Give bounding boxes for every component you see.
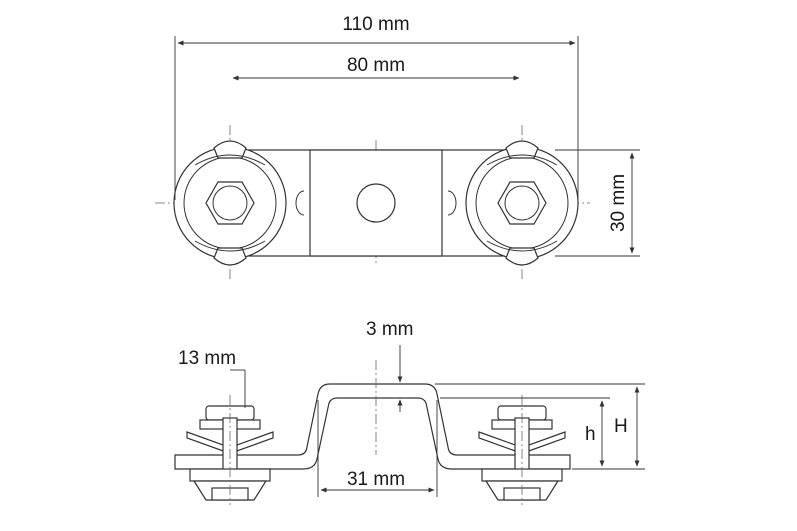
dim-bolt-spacing: 80 mm bbox=[232, 55, 520, 81]
left-clamp-top bbox=[173, 140, 287, 266]
dim-height: 30 mm bbox=[555, 149, 640, 257]
dim-nut-size: 13 mm bbox=[178, 348, 246, 408]
dim-channel-width: 31 mm bbox=[317, 400, 438, 497]
left-slot-edge bbox=[295, 190, 305, 216]
overall-width-label: 110 mm bbox=[342, 14, 409, 35]
base-plate-top bbox=[247, 149, 507, 257]
bolt-spacing-label: 80 mm bbox=[347, 55, 405, 76]
bent-strip-profile bbox=[174, 383, 571, 470]
center-hole bbox=[356, 183, 396, 223]
right-hex-nut-icon bbox=[497, 181, 547, 225]
small-height-label: h bbox=[585, 424, 596, 445]
thickness-label: 3 mm bbox=[366, 319, 414, 340]
dim-overall-width: 110 mm bbox=[174, 14, 579, 200]
left-hex-nut-icon bbox=[205, 181, 255, 225]
height-label: 30 mm bbox=[608, 174, 629, 232]
right-clamp-top bbox=[465, 140, 579, 266]
dim-small-height: h bbox=[440, 397, 645, 470]
dim-thickness: 3 mm bbox=[366, 319, 414, 412]
side-view: 3 mm 13 mm 31 mm h H bbox=[174, 319, 645, 505]
total-height-label: H bbox=[614, 416, 628, 437]
nut-size-label: 13 mm bbox=[178, 348, 236, 369]
right-slot-edge bbox=[447, 190, 457, 216]
top-view: 110 mm 80 mm 30 mm bbox=[155, 14, 640, 282]
dim-total-height: H bbox=[435, 383, 645, 467]
channel-width-label: 31 mm bbox=[347, 469, 405, 490]
